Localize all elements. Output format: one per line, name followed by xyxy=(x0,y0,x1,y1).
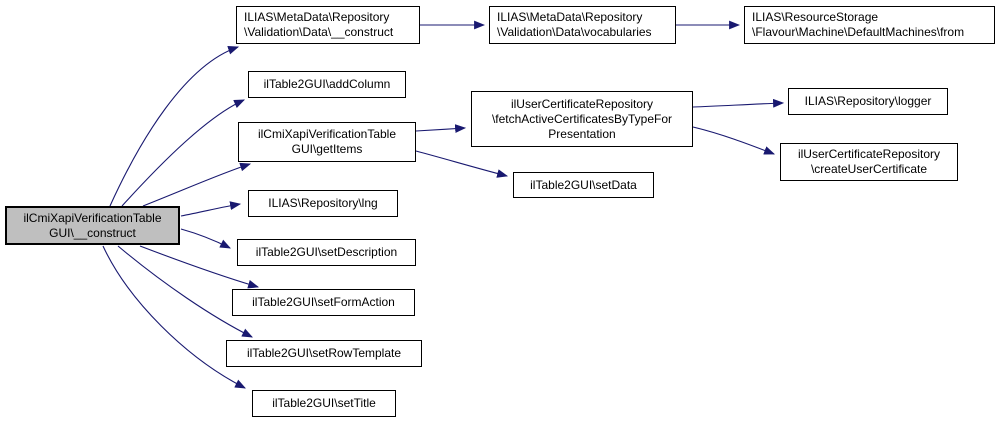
edge-construct-to-md-construct xyxy=(109,46,240,207)
node-set-description[interactable]: ilTable2GUI\setDescription xyxy=(237,239,416,266)
node-set-form-action[interactable]: ilTable2GUI\setFormAction xyxy=(232,289,415,316)
node-get-items[interactable]: ilCmiXapiVerificationTable GUI\getItems xyxy=(238,122,416,162)
node-create-cert[interactable]: ilUserCertificateRepository \createUserC… xyxy=(780,143,958,181)
edge-construct-to-set-description xyxy=(180,228,231,249)
edge-construct-to-get-items xyxy=(142,162,252,207)
edge-construct-to-lng xyxy=(180,201,242,217)
node-set-row-template[interactable]: ilTable2GUI\setRowTemplate xyxy=(226,340,422,367)
node-lng[interactable]: ILIAS\Repository\lng xyxy=(248,190,398,217)
node-logger[interactable]: ILIAS\Repository\logger xyxy=(788,88,948,115)
node-md-construct[interactable]: ILIAS\MetaData\Repository \Validation\Da… xyxy=(236,6,420,44)
edge-construct-to-add-column xyxy=(121,99,246,207)
edge-fetch-certs-to-create-cert xyxy=(692,126,776,155)
edge-fetch-certs-to-logger xyxy=(692,98,785,108)
node-set-data[interactable]: ilTable2GUI\setData xyxy=(513,172,654,198)
node-set-title[interactable]: ilTable2GUI\setTitle xyxy=(252,390,396,417)
edge-construct-to-set-title xyxy=(102,245,246,389)
edge-construct-to-set-row-template xyxy=(117,245,253,338)
node-md-vocabularies[interactable]: ILIAS\MetaData\Repository \Validation\Da… xyxy=(489,6,676,44)
node-construct[interactable]: ilCmiXapiVerificationTable GUI\__constru… xyxy=(5,206,180,245)
node-add-column[interactable]: ilTable2GUI\addColumn xyxy=(248,71,406,98)
node-fetch-certs[interactable]: ilUserCertificateRepository \fetchActive… xyxy=(471,91,693,147)
edge-get-items-to-fetch-certs xyxy=(415,124,467,133)
node-rs-from[interactable]: ILIAS\ResourceStorage \Flavour\Machine\D… xyxy=(744,6,995,44)
edge-construct-to-set-form-action xyxy=(139,245,260,289)
edge-get-items-to-set-data xyxy=(415,150,509,178)
